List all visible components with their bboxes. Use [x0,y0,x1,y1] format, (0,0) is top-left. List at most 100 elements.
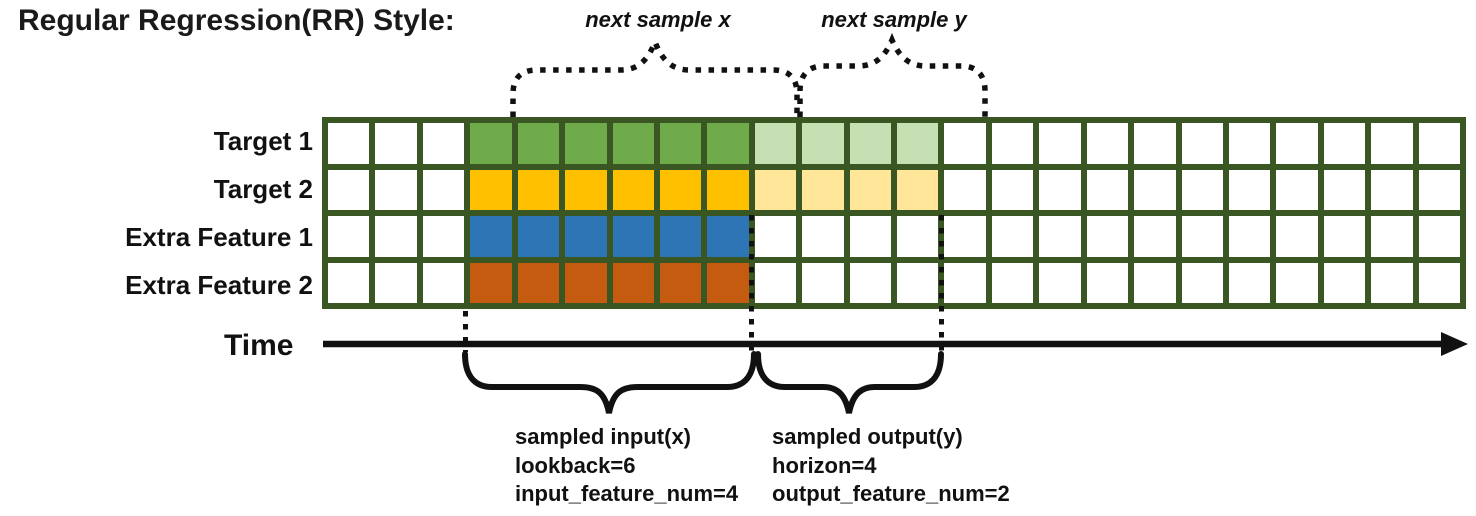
grid-cell-empty [375,262,417,303]
grid-cell-empty [1371,169,1413,210]
time-axis-label: Time [224,329,294,362]
grid-cell-empty [991,169,1034,210]
grid-cell-input [517,123,560,164]
lookback-value: lookback=6 [515,452,636,478]
grid-cell-empty [422,169,465,210]
grid-cell-empty [1323,216,1366,257]
grid-cell-input [707,123,749,164]
row-label-extra-feature-1: Extra Feature 1 [125,221,313,252]
grid-row [328,123,1460,164]
next-sample-y-brace [797,32,988,117]
grid-cell-empty [1039,123,1081,164]
grid-cell-empty [1418,123,1460,164]
next-sample-y-label: next sample y [821,7,967,32]
grid-cell-empty [1371,216,1413,257]
grid-cell-empty [1181,123,1223,164]
grid-cell-input [565,216,607,257]
grid-cell-empty [1228,169,1271,210]
grid-cell-empty [328,262,370,303]
grid-cell-input [707,169,749,210]
grid-cell-empty [422,216,465,257]
grid-cell-empty [1323,169,1366,210]
grid-cell-input [707,262,749,303]
grid-cell-empty [422,123,465,164]
grid-cell-empty [328,169,370,210]
sampled-output-brace [755,351,944,414]
grid-cell-empty [1181,216,1223,257]
grid-cell-input [517,169,560,210]
grid-cell-empty [1418,262,1460,303]
sampled-output-title: sampled output(y) [772,424,963,449]
grid-cell-empty [1228,216,1271,257]
grid-cell-empty [1039,216,1081,257]
grid-cell-input [707,216,749,257]
grid-cell-empty [328,123,370,164]
input-feature-num-value: input_feature_num=4 [515,481,739,506]
sampled-output-note: sampled output(y) horizon=4 output_featu… [772,423,1010,509]
grid-cell-empty [944,216,986,257]
grid-cell-input [565,169,607,210]
grid-cell-empty [1086,123,1129,164]
grid-cell-empty [1323,123,1366,164]
grid-cell-empty [1181,169,1223,210]
grid-cell-empty [991,123,1034,164]
grid-cell-input [470,169,512,210]
grid-cell-input [659,169,702,210]
grid-cell-input [612,216,654,257]
grid-cell-empty [897,216,939,257]
output-feature-num-value: output_feature_num=2 [772,481,1010,506]
grid-cell-output [754,123,797,164]
grid-cell-empty [1039,169,1081,210]
grid-cell-empty [849,216,891,257]
grid-cell-empty [1323,262,1366,303]
grid-cell-empty [375,216,417,257]
grid-cell-input [659,123,702,164]
grid-cell-input [565,262,607,303]
grid-cell-empty [1228,262,1271,303]
grid-cell-input [517,262,560,303]
row-label-target-2: Target 2 [213,173,313,204]
grid-cell-empty [1228,123,1271,164]
grid-cell-empty [1039,262,1081,303]
grid-cell-empty [1086,262,1129,303]
grid-cell-empty [1134,123,1176,164]
grid-cell-empty [944,262,986,303]
grid-cell-output [802,169,844,210]
grid-cell-empty [1276,169,1318,210]
grid-cell-input [470,262,512,303]
grid-cell-empty [944,123,986,164]
grid-cell-empty [1418,216,1460,257]
grid-cell-empty [897,262,939,303]
grid-cell-empty [1276,262,1318,303]
grid-cell-empty [849,262,891,303]
grid-cell-empty [328,216,370,257]
grid-cell-empty [1276,123,1318,164]
grid-cell-output [849,123,891,164]
grid-cell-input [470,123,512,164]
row-label-extra-feature-2: Extra Feature 2 [125,269,313,300]
grid-cell-output [897,123,939,164]
grid-cell-output [802,123,844,164]
grid-cell-input [659,262,702,303]
sampled-input-title: sampled input(x) [515,424,692,449]
grid-cell-empty [1276,216,1318,257]
grid-cell-input [470,216,512,257]
horizon-value: horizon=4 [772,452,877,478]
grid-cell-empty [375,123,417,164]
grid-cell-input [565,123,607,164]
grid-cell-input [612,123,654,164]
grid-cell-input [612,262,654,303]
grid-cell-output [754,169,797,210]
time-series-grid [322,117,1466,309]
grid-cell-output [849,169,891,210]
next-sample-x-brace [510,34,800,117]
grid-cell-empty [1371,262,1413,303]
grid-cell-input [659,216,702,257]
sampled-input-brace [462,351,757,414]
grid-row [328,216,1460,257]
grid-cell-empty [1086,169,1129,210]
time-axis-arrowhead [1441,332,1468,356]
grid-cell-empty [802,262,844,303]
grid-cell-empty [1086,216,1129,257]
